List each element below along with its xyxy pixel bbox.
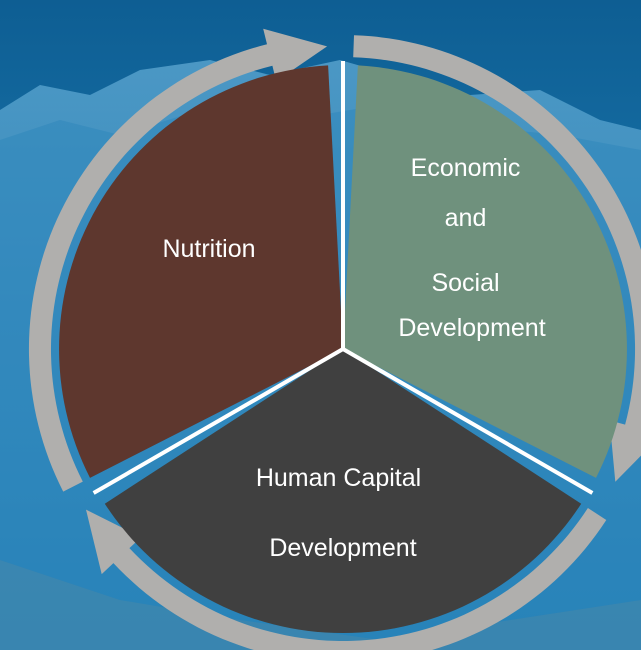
cycle-arrow-top-right xyxy=(353,35,641,482)
segment-separator-3 xyxy=(92,347,345,495)
segment-human xyxy=(104,349,582,634)
segment-economic xyxy=(343,65,627,478)
cycle-arrows xyxy=(28,28,641,650)
segment-label-economic: Economic and Social Development xyxy=(398,154,545,342)
segment-separator-2 xyxy=(341,347,594,495)
segment-nutrition xyxy=(59,65,343,478)
cycle-arrow-top-left xyxy=(28,28,328,492)
segment-label-nutrition: Nutrition xyxy=(162,235,255,263)
segment-label-human: Human Capital Development xyxy=(256,464,428,562)
cycle-segments xyxy=(59,61,627,634)
cycle-arrow-bottom xyxy=(86,508,607,650)
